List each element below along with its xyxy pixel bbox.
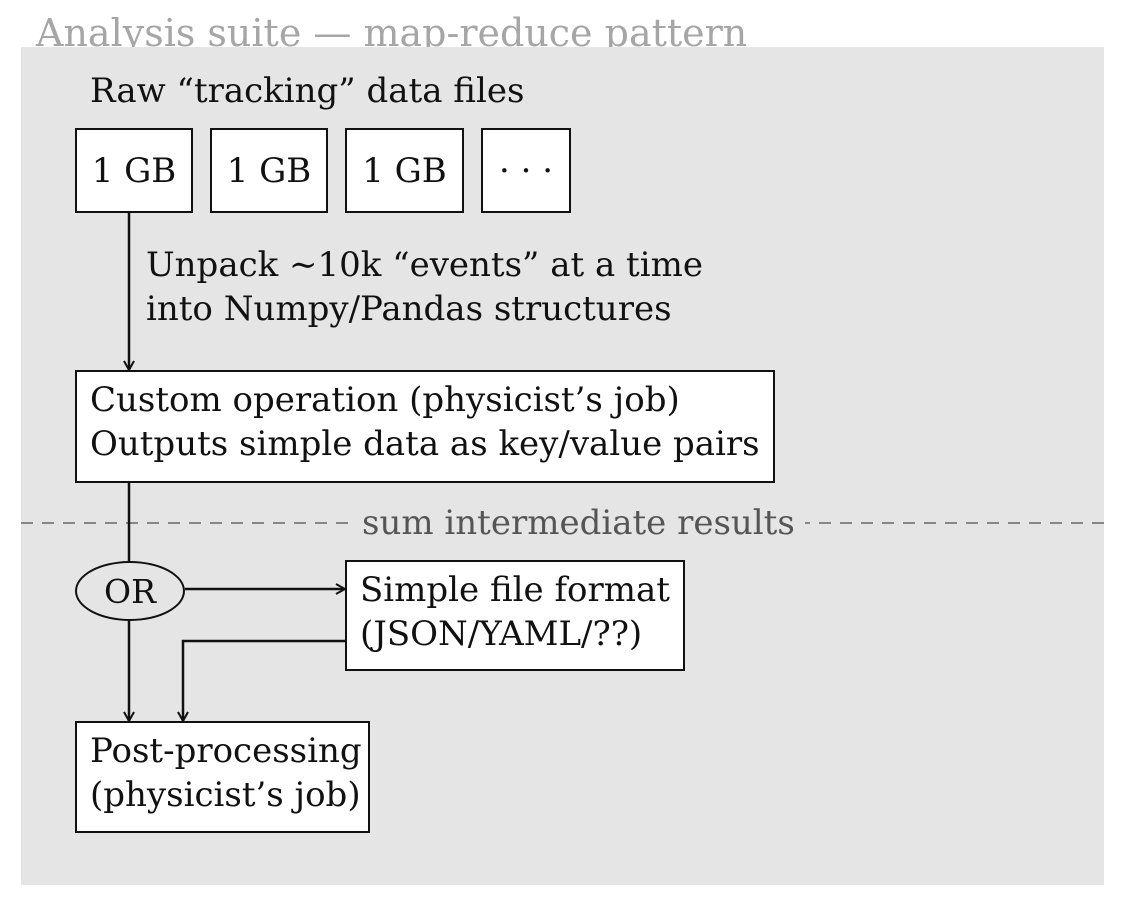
simple-file-line-1: Simple file format <box>360 570 670 610</box>
unpack-step-line-2: into Numpy/Pandas structures <box>146 289 672 329</box>
post-processing-line-1: Post-processing <box>90 731 362 771</box>
simple-file-line-2: (JSON/YAML/??) <box>360 614 643 654</box>
file-box-ellipsis: · · · <box>481 128 571 213</box>
raw-files-label: Raw “tracking” data files <box>90 71 525 111</box>
simple-file-box: Simple file format (JSON/YAML/??) <box>345 560 685 671</box>
arrow-simple-file-to-post-processing <box>183 639 345 721</box>
or-node: OR <box>75 561 185 621</box>
file-box-2: 1 GB <box>210 128 328 213</box>
unpack-step-line-1: Unpack ∼10k “events” at a time <box>146 245 703 285</box>
custom-operation-line-2: Outputs simple data as key/value pairs <box>90 424 760 464</box>
file-box-3: 1 GB <box>345 128 464 213</box>
custom-operation-line-1: Custom operation (physicist’s job) <box>90 380 680 420</box>
post-processing-box: Post-processing (physicist’s job) <box>75 721 370 833</box>
custom-operation-box: Custom operation (physicist’s job) Outpu… <box>75 370 775 483</box>
post-processing-line-2: (physicist’s job) <box>90 775 361 815</box>
file-box-1: 1 GB <box>75 128 193 213</box>
divider-label: sum intermediate results <box>352 501 805 545</box>
